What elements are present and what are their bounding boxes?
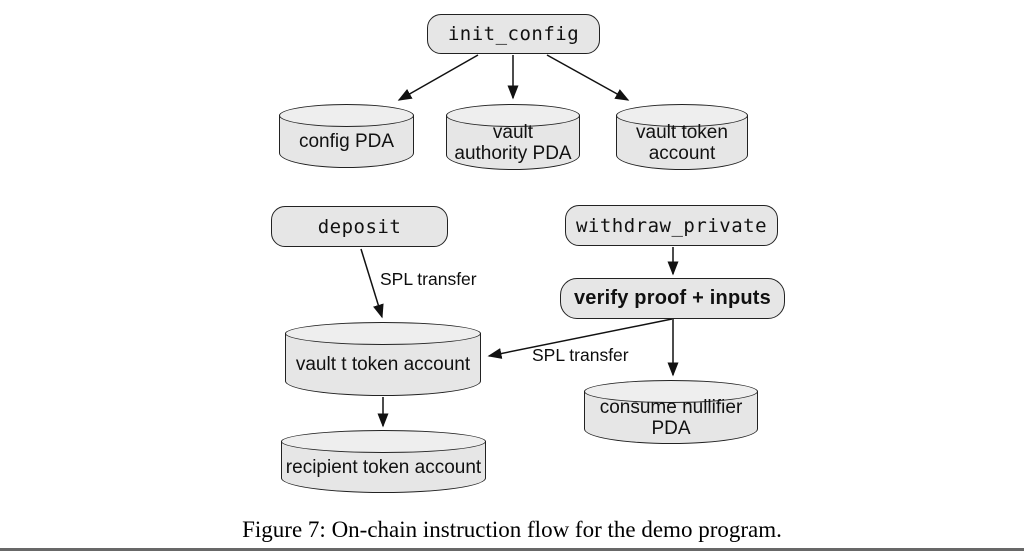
cylinder-top: [446, 104, 580, 127]
cylinder-top: [584, 380, 758, 403]
cylinder-config-pda: config PDA: [279, 104, 414, 168]
cylinder-label: vault authority PDA: [454, 121, 572, 164]
arrow-init-to-config-pda: [397, 54, 479, 101]
cylinder-top: [281, 430, 486, 453]
node-verify-proof-inputs: verify proof + inputs: [560, 278, 785, 319]
node-init-config: init_config: [427, 14, 600, 54]
node-withdraw-private: withdraw_private: [565, 205, 778, 246]
edge-label-spl-transfer-deposit: SPL transfer: [380, 269, 477, 289]
cylinder-top: [616, 104, 748, 127]
cylinder-label: vault t token account: [295, 354, 471, 376]
cylinder-vault-token-account: vault token account: [616, 104, 748, 170]
arrow-deposit-to-vault-t-token: [360, 248, 384, 319]
cylinder-recipient-token-account: recipient token account: [281, 430, 486, 493]
edge-label-spl-transfer-withdraw: SPL transfer: [532, 345, 629, 365]
cylinder-top: [279, 104, 414, 127]
cylinder-label: consume nullifier PDA: [599, 396, 743, 439]
node-deposit: deposit: [271, 206, 448, 247]
bottom-edge-artifact: [0, 548, 1024, 551]
cylinder-label: recipient token account: [285, 456, 482, 478]
cylinder-label: config PDA: [298, 131, 395, 153]
cylinder-vault-authority-pda: vault authority PDA: [446, 104, 580, 170]
arrow-init-to-vault-token-account: [546, 54, 630, 101]
cylinder-top: [285, 322, 481, 345]
arrow-verify-to-vault-t-token: [487, 318, 673, 359]
cylinder-vault-t-token-account: vault t token account: [285, 322, 481, 396]
cylinder-consume-nullifier-pda: consume nullifier PDA: [584, 380, 758, 444]
figure-caption: Figure 7: On-chain instruction flow for …: [242, 517, 782, 542]
cylinder-label: vault token account: [636, 121, 728, 164]
